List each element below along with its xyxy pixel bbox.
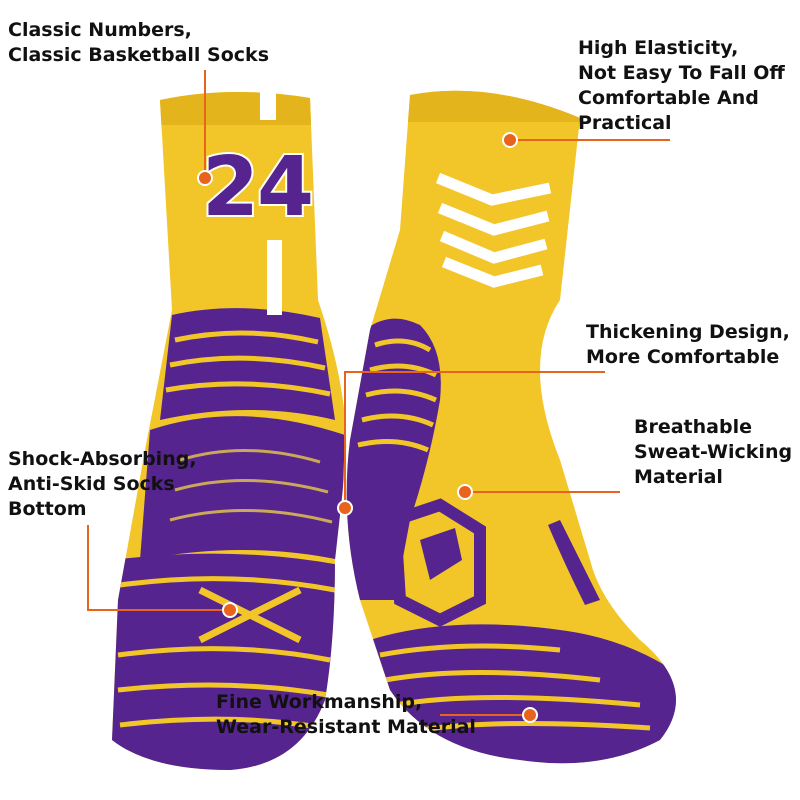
left-sock-x-pattern xyxy=(198,586,302,644)
callout-high-elasticity: High Elasticity, Not Easy To Fall Off Co… xyxy=(578,36,785,136)
callout-line-text: Sweat-Wicking xyxy=(634,441,793,463)
callout-line-text: Practical xyxy=(578,112,672,134)
callout-line-shock xyxy=(87,525,230,611)
callout-line-text: Anti-Skid Socks xyxy=(8,473,175,495)
callout-dot-shock xyxy=(222,602,238,618)
callout-classic-numbers: Classic Numbers, Classic Basketball Sock… xyxy=(8,18,269,68)
callout-lines xyxy=(87,70,670,716)
callout-line-text: Comfortable And xyxy=(578,87,759,109)
left-sock-side-stripe xyxy=(267,240,282,315)
callout-line-text: Bottom xyxy=(8,498,87,520)
callout-line-text: Classic Numbers, xyxy=(8,19,192,41)
callout-line-text: Fine Workmanship, xyxy=(216,691,423,713)
callout-dot-fine xyxy=(522,707,538,723)
callout-line-text: Classic Basketball Socks xyxy=(8,44,269,66)
left-sock-heel xyxy=(140,416,345,560)
callout-dot-classic xyxy=(197,170,213,186)
callout-shock-absorbing: Shock-Absorbing, Anti-Skid Socks Bottom xyxy=(8,447,197,522)
callout-breathable: Breathable Sweat-Wicking Material xyxy=(634,415,792,490)
callout-line-text: Material xyxy=(634,466,723,488)
left-sock: 24 xyxy=(112,90,347,770)
callout-dot-elastic xyxy=(502,132,518,148)
left-sock-top-stripe xyxy=(260,90,276,120)
left-sock-cuff xyxy=(150,91,330,125)
left-sock-sole xyxy=(112,553,340,770)
callout-fine-workmanship: Fine Workmanship, Wear-Resistant Materia… xyxy=(216,690,476,740)
right-sock-chevrons xyxy=(435,172,552,288)
sock-number: 24 xyxy=(202,140,312,235)
callout-dot-breath xyxy=(457,484,473,500)
callout-line-text: High Elasticity, xyxy=(578,37,739,59)
right-sock-cuff xyxy=(390,90,600,122)
right-sock-ankle-cushion xyxy=(346,318,441,600)
callout-line-text: Shock-Absorbing, xyxy=(8,448,197,470)
right-sock xyxy=(346,90,676,764)
callout-thickening-design: Thickening Design, More Comfortable xyxy=(586,320,790,370)
callout-line-text: Breathable xyxy=(634,416,752,438)
callout-line-text: Thickening Design, xyxy=(586,321,790,343)
callout-dot-thick xyxy=(337,500,353,516)
callout-line-thick xyxy=(344,371,605,505)
callout-dots xyxy=(197,132,538,723)
callout-line-text: More Comfortable xyxy=(586,346,780,368)
callout-line-text: Not Easy To Fall Off xyxy=(578,62,785,84)
right-sock-hex-panel xyxy=(388,498,486,627)
callout-line-text: Wear-Resistant Material xyxy=(216,716,476,738)
